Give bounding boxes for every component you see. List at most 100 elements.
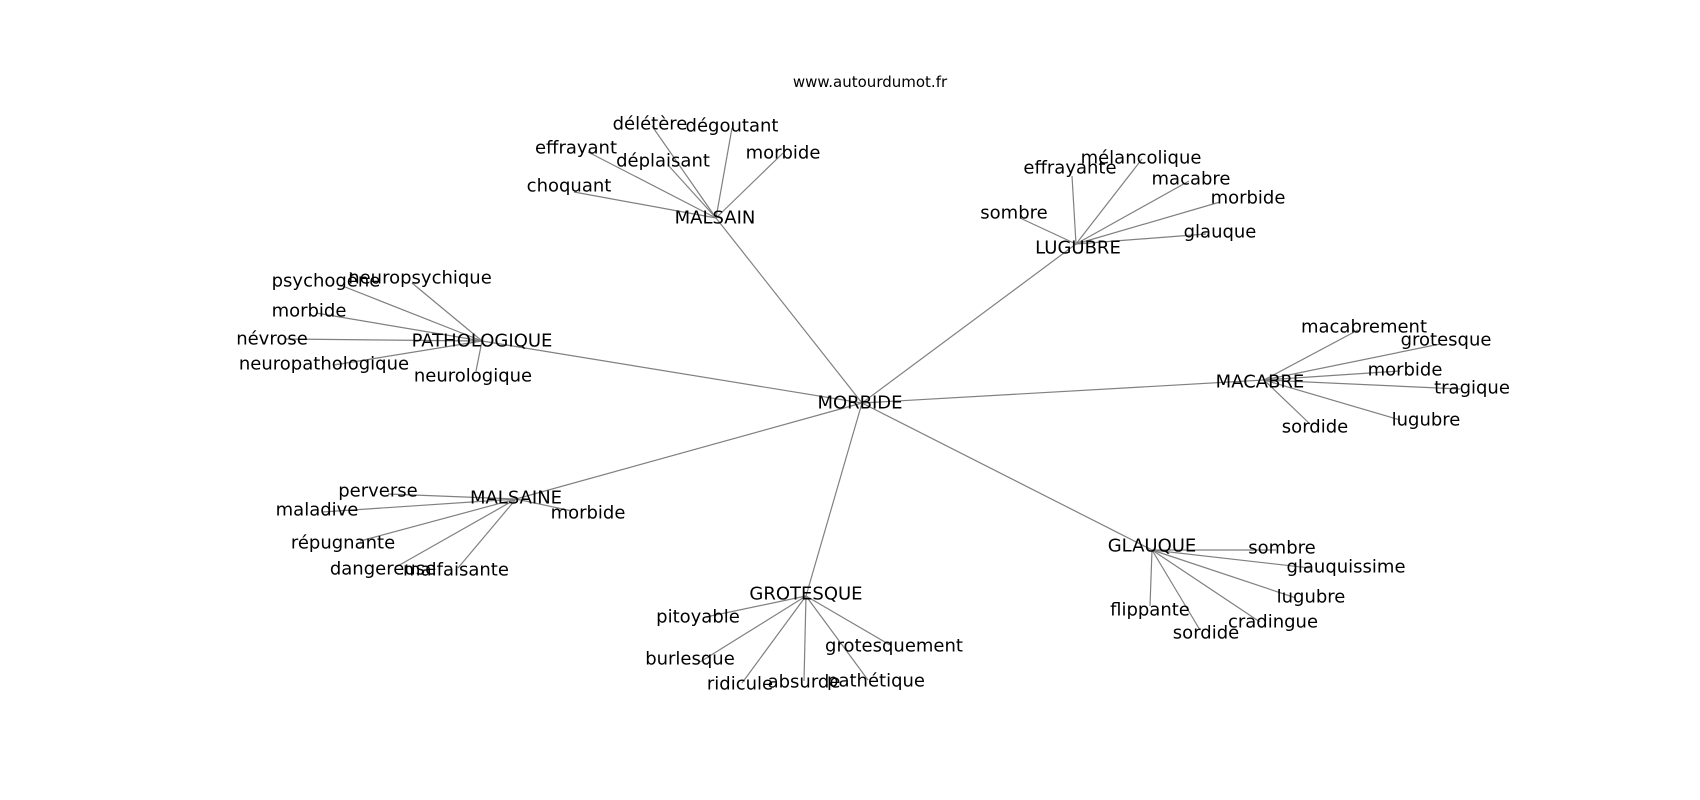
- word-node-label: neuropsychique: [348, 268, 492, 289]
- edge-hub-2-word-5: [475, 340, 483, 372]
- word-node-label: glauque: [1184, 222, 1257, 243]
- edge-hub-2-word-3: [285, 338, 483, 342]
- edge-hub-3-word-1: [1263, 343, 1441, 381]
- word-node-label: glauquissime: [1286, 557, 1405, 578]
- word-node-label: flippante: [1110, 600, 1190, 621]
- word-node-label: effrayante: [1023, 158, 1116, 179]
- edge-hub-2-word-1: [339, 284, 483, 342]
- word-node-label: lugubre: [1392, 410, 1461, 431]
- word-node-label: psychogène: [272, 271, 381, 292]
- edge-hub-4-word-5: [457, 498, 517, 569]
- edge-hub-2-word-4: [333, 340, 483, 366]
- edge-hub-6-word-2: [699, 595, 807, 663]
- word-node-label: dégoutant: [686, 116, 779, 137]
- edge-hub-3-word-0: [1263, 329, 1359, 381]
- edge-hub-6-word-1: [805, 595, 891, 646]
- word-node-label: macabre: [1152, 169, 1231, 190]
- word-node-label: répugnante: [291, 533, 395, 554]
- word-node-label: sombre: [980, 203, 1047, 224]
- edge-hub-5-word-5: [1149, 549, 1153, 607]
- edge-hub-6-word-3: [741, 595, 807, 684]
- word-node-label: effrayant: [535, 138, 617, 159]
- edge-center-to-1: [861, 243, 1077, 404]
- word-node-label: burlesque: [645, 649, 735, 670]
- word-node-label: grotesque: [1401, 330, 1492, 351]
- edge-hub-2-word-0: [411, 282, 483, 342]
- edge-hub-2-word-2: [315, 312, 483, 342]
- edge-hub-0-word-0: [651, 125, 717, 219]
- edge-hub-4-word-2: [515, 498, 573, 512]
- edge-center-to-2: [481, 340, 863, 404]
- word-node-label: absurde: [768, 672, 841, 693]
- edge-center-to-4: [515, 402, 863, 500]
- edge-hub-6-word-4: [803, 595, 807, 682]
- edge-hub-4-word-4: [395, 498, 517, 568]
- word-node-label: cradingue: [1228, 612, 1318, 633]
- word-node-label: morbide: [1211, 188, 1286, 209]
- word-node-label: choquant: [527, 176, 612, 197]
- word-node-label: sordide: [1282, 417, 1348, 438]
- edge-hub-1-word-4: [1019, 217, 1077, 245]
- edge-hub-0-word-3: [667, 164, 717, 219]
- center-node-label: MORBIDE: [817, 393, 902, 414]
- hub-node-label: MALSAIN: [675, 208, 756, 229]
- graph-edges: [285, 125, 1461, 684]
- word-node-label: sordide: [1173, 623, 1239, 644]
- word-node-label: pitoyable: [656, 607, 740, 628]
- edge-hub-5-word-2: [1151, 549, 1297, 599]
- hub-node-label: GROTESQUE: [749, 584, 862, 605]
- edge-hub-3-word-2: [1263, 370, 1401, 381]
- edge-hub-0-word-4: [715, 152, 784, 219]
- edge-hub-1-word-2: [1075, 180, 1190, 245]
- hub-node-label: GLAUQUE: [1108, 536, 1197, 557]
- word-node-label: morbide: [1368, 360, 1443, 381]
- edge-hub-1-word-0: [1075, 158, 1143, 245]
- word-node-label: mélancolique: [1081, 148, 1202, 169]
- word-node-label: neurologique: [414, 366, 532, 387]
- hub-node-label: MALSAINE: [470, 488, 562, 509]
- edge-hub-0-word-5: [573, 191, 717, 219]
- graph-labels: www.autourdumot.fr MORBIDE MALSAIN délétèr…: [236, 73, 1510, 695]
- word-node-label: morbide: [272, 301, 347, 322]
- edge-hub-4-word-1: [321, 498, 517, 513]
- edge-hub-3-word-4: [1263, 379, 1401, 421]
- edge-hub-6-word-5: [805, 595, 869, 681]
- edge-hub-3-word-3: [1263, 379, 1461, 390]
- edge-hub-1-word-5: [1075, 233, 1207, 245]
- edge-hub-4-word-0: [387, 493, 517, 500]
- edge-hub-5-word-3: [1151, 549, 1261, 623]
- source-watermark: www.autourdumot.fr: [793, 73, 948, 91]
- word-node-label: sombre: [1248, 538, 1315, 559]
- word-node-label: dangereuse: [330, 559, 436, 580]
- word-node-label: lugubre: [1277, 587, 1346, 608]
- edge-hub-4-word-3: [359, 498, 517, 542]
- word-node-label: délétère: [613, 114, 688, 135]
- edge-hub-0-word-1: [715, 127, 733, 219]
- hub-node-label: MACABRE: [1216, 372, 1305, 393]
- edge-hub-1-word-1: [1071, 175, 1077, 245]
- word-node-label: grotesquement: [825, 636, 963, 657]
- word-node-label: morbide: [746, 143, 821, 164]
- hub-node-label: PATHOLOGIQUE: [412, 331, 553, 352]
- word-node-label: malfaisante: [403, 560, 509, 581]
- word-node-label: névrose: [236, 329, 308, 350]
- edge-hub-1-word-3: [1075, 201, 1221, 245]
- word-node-label: déplaisant: [616, 151, 710, 172]
- edge-center-to-5: [861, 402, 1153, 551]
- word-node-label: ridicule: [707, 674, 773, 695]
- edge-hub-5-word-4: [1151, 549, 1201, 631]
- word-node-label: perverse: [338, 481, 417, 502]
- edge-center-to-3: [861, 379, 1265, 404]
- edge-hub-0-word-2: [587, 151, 717, 219]
- word-node-label: tragique: [1434, 378, 1510, 399]
- word-node-label: morbide: [551, 503, 626, 524]
- word-node-label: pathétique: [827, 671, 925, 692]
- hub-node-label: LUGUBRE: [1035, 238, 1121, 259]
- edge-hub-6-word-0: [705, 595, 807, 618]
- edge-hub-5-word-1: [1151, 549, 1311, 569]
- edge-center-to-6: [805, 402, 863, 597]
- word-node-label: neuropathologique: [239, 354, 409, 375]
- word-node-label: macabrement: [1301, 317, 1427, 338]
- edge-hub-3-word-5: [1263, 379, 1311, 425]
